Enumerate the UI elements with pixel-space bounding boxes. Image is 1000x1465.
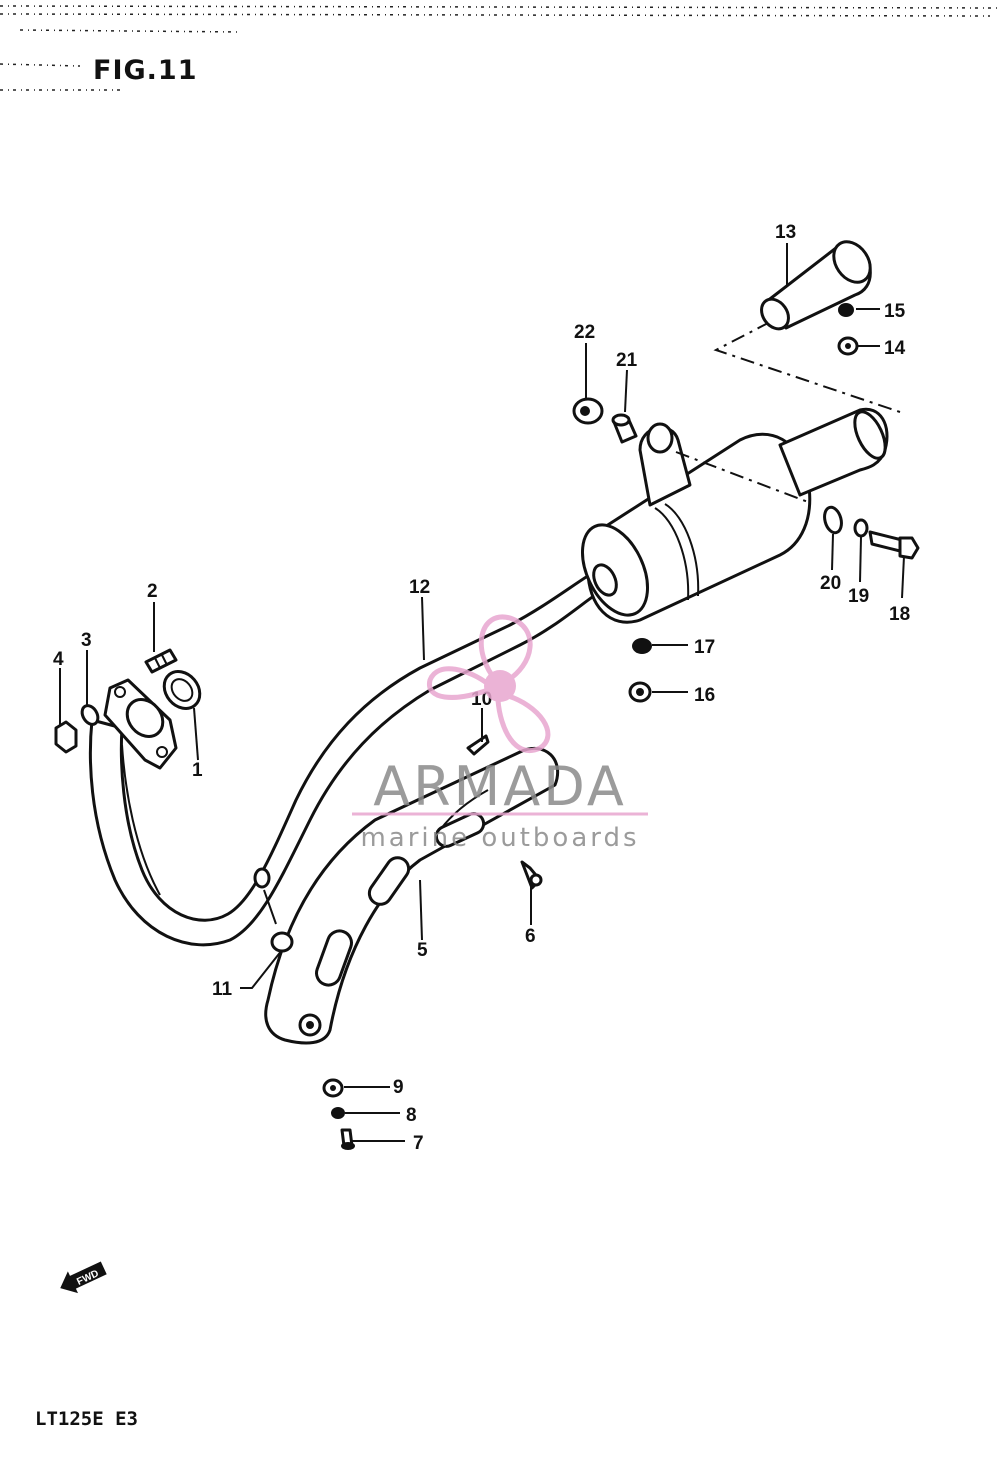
callout-22: 22 (574, 322, 595, 343)
callout-11: 11 (212, 979, 233, 1000)
callout-17: 17 (694, 637, 715, 658)
assembly-line (675, 321, 901, 503)
clip-10 (466, 734, 490, 756)
callout-19: 19 (848, 586, 869, 607)
watermark-tagline: marine outboards (360, 823, 639, 853)
gasket (162, 670, 202, 710)
callout-21: 21 (616, 350, 638, 371)
callout-4: 4 (53, 649, 64, 670)
callout-15: 15 (884, 301, 906, 322)
callout-1: 1 (192, 760, 203, 781)
leader-lines (59, 243, 905, 1142)
nut-4 (54, 720, 78, 754)
grommet-22 (572, 397, 604, 425)
bolt-18 (868, 530, 920, 560)
callout-20: 20 (820, 573, 841, 594)
fwd-arrow-icon: FWD (60, 1261, 107, 1294)
muffler-mount-bracket (638, 422, 692, 507)
muffler (581, 407, 889, 624)
spark-arrester (760, 240, 872, 331)
callout-2: 2 (147, 581, 158, 602)
callout-16: 16 (694, 685, 715, 706)
callout-5: 5 (417, 940, 428, 961)
heat-shield (264, 746, 560, 1045)
callout-6: 6 (525, 926, 536, 947)
bolt-7 (340, 1128, 355, 1150)
callout-13: 13 (775, 222, 796, 243)
washer-20 (823, 505, 843, 535)
callout-14: 14 (884, 338, 906, 359)
model-label: LT125E E3 (35, 1408, 138, 1430)
propeller-icon (427, 614, 551, 753)
figure-title: FIG.11 (93, 55, 197, 86)
callout-12: 12 (409, 577, 430, 598)
watermark: ARMADA marine outboards (352, 614, 648, 853)
callout-9: 9 (393, 1077, 404, 1098)
callout-labels: 1 2 3 4 5 6 7 8 9 10 11 12 13 14 15 16 1… (53, 222, 910, 1154)
grommet-11 (253, 867, 294, 953)
screw-6 (520, 860, 543, 890)
nut-9 (322, 1078, 344, 1098)
bolt-16 (628, 681, 652, 703)
callout-18: 18 (889, 604, 910, 625)
screw-14 (837, 336, 859, 356)
callout-3: 3 (81, 630, 92, 651)
fwd-label: FWD (75, 1268, 100, 1288)
nut-17 (632, 638, 652, 654)
callout-7: 7 (413, 1133, 424, 1154)
lock-washer-19 (853, 518, 869, 538)
watermark-brand: ARMADA (373, 755, 627, 818)
washer-3 (80, 704, 100, 726)
stud-bolt (144, 648, 178, 674)
washer-8 (331, 1107, 345, 1119)
callout-8: 8 (406, 1105, 417, 1126)
scan-noise (0, 5, 1000, 91)
pipe-flange (103, 678, 178, 770)
washer-15 (838, 303, 854, 317)
collar-21 (611, 413, 638, 444)
